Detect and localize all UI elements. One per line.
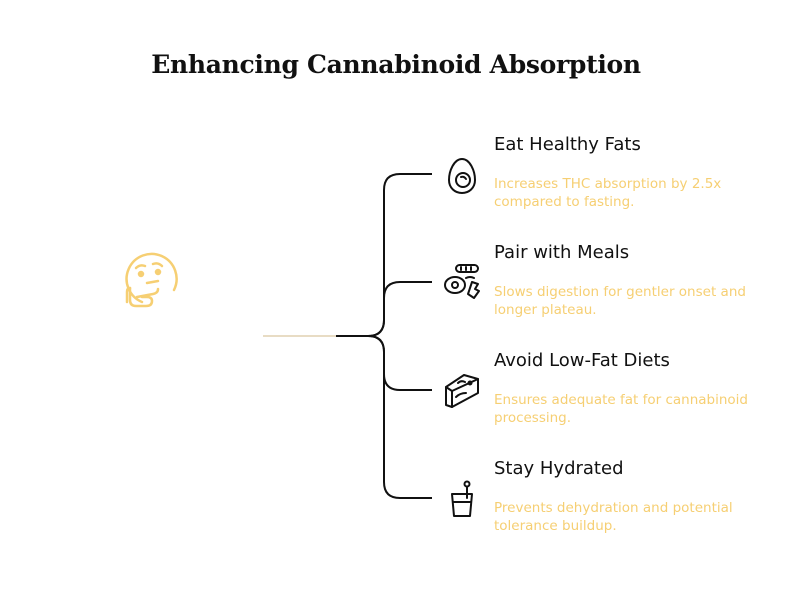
egg-icon [442, 156, 482, 196]
breakfast-meal-icon [442, 262, 482, 302]
branch-second [367, 281, 432, 337]
item-desc-stay-hydrated: Prevents dehydration and potential toler… [494, 500, 733, 534]
item-heading-pair-meals: Pair with Meals [494, 242, 630, 263]
cheese-icon [442, 371, 482, 411]
item-heading-stay-hydrated: Stay Hydrated [494, 458, 624, 479]
branch-third [367, 335, 432, 391]
item-desc-pair-meals: Slows digestion for gentler onset and lo… [494, 284, 746, 318]
item-desc-healthy-fats: Increases THC absorption by 2.5x compare… [494, 176, 722, 210]
item-heading-avoid-low-fat: Avoid Low-Fat Diets [494, 350, 670, 371]
thinking-face-icon [120, 250, 180, 316]
drink-glass-icon [442, 478, 482, 518]
item-desc-avoid-low-fat: Ensures adequate fat for cannabinoid pro… [494, 392, 748, 426]
branch-top [367, 173, 432, 337]
item-heading-healthy-fats: Eat Healthy Fats [494, 134, 641, 155]
branch-bottom [367, 335, 432, 499]
diagram-title: Enhancing Cannabinoid Absorption [151, 50, 641, 79]
